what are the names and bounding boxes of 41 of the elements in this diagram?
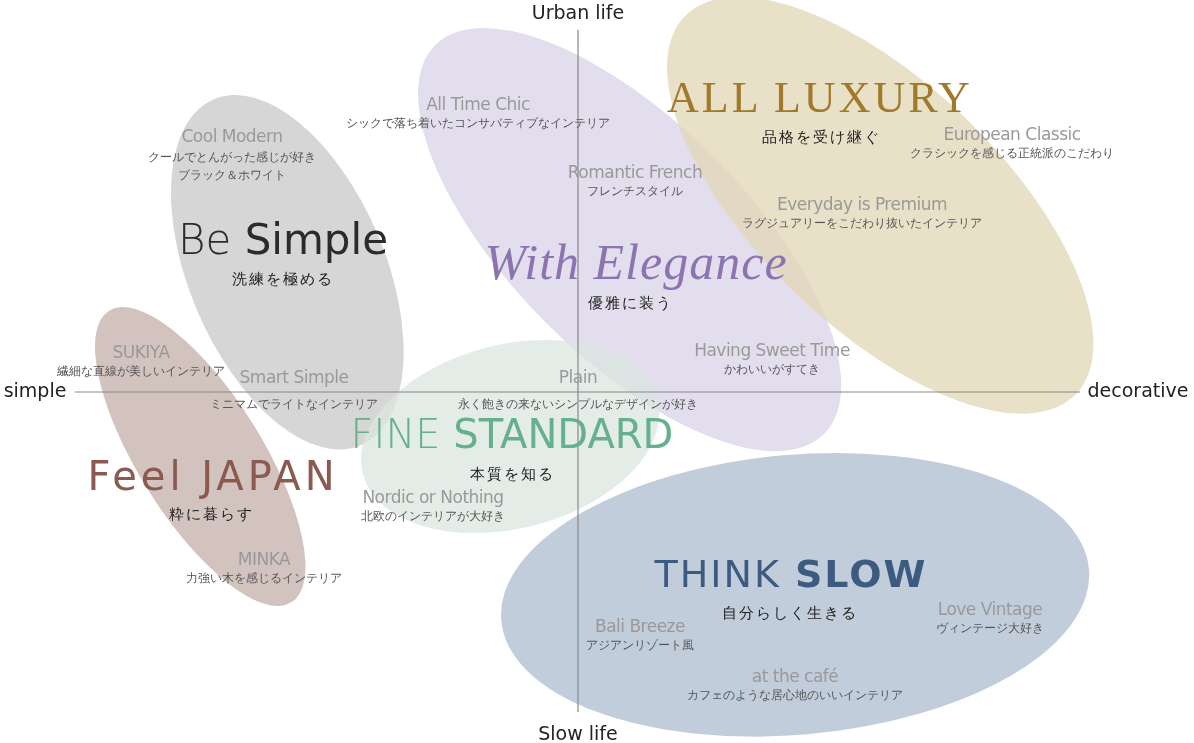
style-description: シックで落ち着いたコンサバティブなインテリア [346, 117, 610, 131]
concept-subtitle: 品格を受け継ぐ [762, 128, 882, 146]
style-description: 力強い木を感じるインテリア [186, 572, 342, 586]
axis-label: Slow life [538, 722, 618, 743]
concept-subtitle: 粋に暮らす [169, 505, 255, 523]
style-description: 北欧のインテリアが大好き [361, 510, 505, 524]
concept-title: ALL LUXURY [667, 73, 973, 123]
style-description: ミニマムでライトなインテリア [210, 398, 378, 412]
style-label: Cool Modern [181, 126, 283, 146]
axis-label: Urban life [531, 1, 625, 23]
style-description: 永く飽きの来ないシンプルなデザインが好き [458, 398, 698, 412]
style-label: All Time Chic [426, 94, 530, 114]
concept-title: With Elegance [484, 234, 788, 290]
style-label: Bali Breeze [595, 616, 685, 636]
style-description: ラグジュアリーをこだわり抜いたインテリア [742, 217, 982, 231]
axis-label: simple [3, 379, 67, 401]
style-description: フレンチスタイル [587, 185, 683, 199]
style-description: ヴィンテージ大好き [936, 622, 1044, 636]
style-label: Everyday is Premium [776, 194, 948, 214]
style-label: SUKIYA [112, 342, 170, 362]
concept-title: THINK SLOW [654, 554, 928, 596]
style-description: カフェのような居心地のいいインテリア [687, 689, 903, 703]
style-description: クラシックを感じる正統派のこだわり [910, 147, 1114, 161]
style-label: Smart Simple [239, 367, 349, 387]
style-description: アジアンリゾート風 [586, 639, 694, 653]
axis-label: decorative [1087, 379, 1189, 401]
concept-subtitle: 優雅に装う [588, 294, 674, 312]
concept-title: FINE STANDARD [350, 412, 674, 456]
style-label: MINKA [237, 549, 291, 569]
concept-title: Be Simple [177, 216, 389, 264]
concept-subtitle: 洗練を極める [232, 270, 334, 288]
style-label: European Classic [943, 124, 1081, 144]
concept-subtitle: 自分らしく生きる [722, 604, 858, 622]
style-description: かわいいがすてき [724, 363, 820, 377]
style-label: at the café [751, 666, 839, 686]
style-label: Having Sweet Time [694, 340, 850, 360]
style-description: 繊細な直線が美しいインテリア [57, 365, 225, 379]
style-label: Nordic or Nothing [362, 487, 504, 507]
style-description: クールでとんがった感じが好きブラック＆ホワイト [147, 149, 317, 184]
style-label: Love Vintage [937, 599, 1043, 619]
concept-subtitle: 本質を知る [470, 465, 556, 483]
